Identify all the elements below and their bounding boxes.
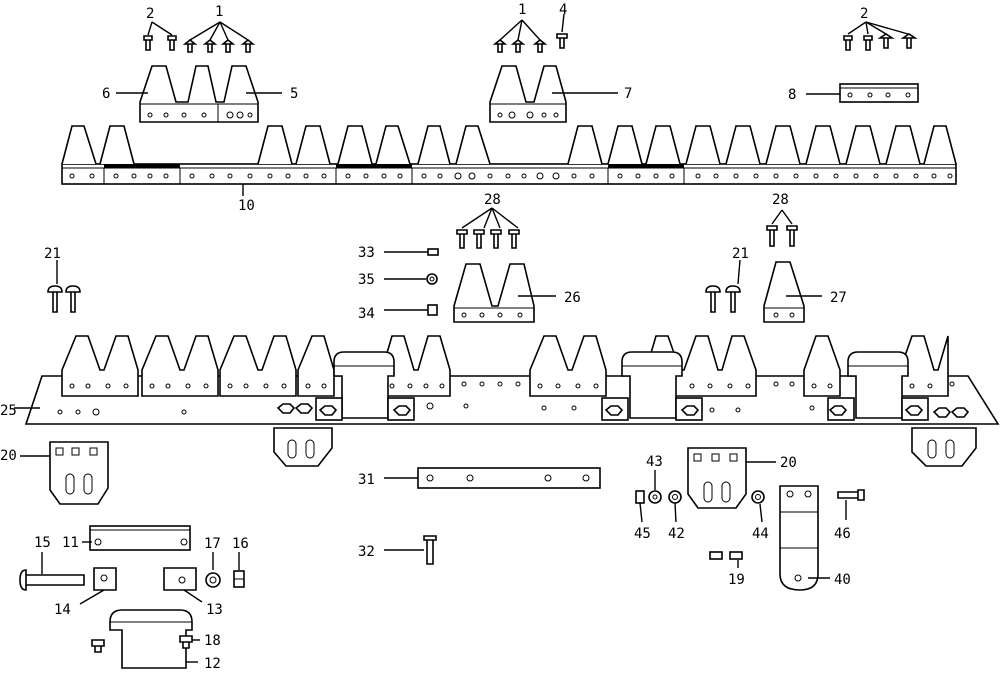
callout-28b: 28: [772, 192, 789, 208]
callout-42: 42: [668, 526, 685, 542]
part-34-nut: [384, 304, 438, 316]
cutter-bar-assembly-25: [24, 335, 1000, 467]
bolt-pair-21-left: [47, 260, 81, 313]
wear-plate-8: [839, 83, 919, 103]
part-33-nut: [384, 248, 439, 256]
bolt-group-28-right: [766, 209, 798, 247]
guard-section-6-5: [139, 65, 259, 123]
guard-27: [763, 261, 805, 323]
callout-45: 45: [634, 526, 651, 542]
callout-43: 43: [646, 454, 663, 470]
small-hardware-42-45: [635, 470, 682, 523]
bolt-group-28-center: [456, 207, 520, 249]
bolt-group-top-center: [492, 13, 568, 53]
strip-31: [417, 467, 601, 489]
callout-21a: 21: [44, 246, 61, 262]
callout-27: 27: [830, 290, 847, 306]
spacer-13: [163, 567, 203, 603]
bolts-18: [91, 635, 200, 653]
callout-44: 44: [752, 526, 769, 542]
callout-34: 34: [358, 306, 375, 322]
washer-44: [751, 490, 765, 523]
nut-16: [233, 552, 245, 588]
guard-bar-assembly-10: [61, 125, 957, 185]
callout-15: 15: [34, 535, 51, 551]
callout-20a: 20: [0, 448, 17, 464]
callout-6: 6: [102, 86, 110, 102]
skid-plate-20-right: [687, 447, 747, 509]
spacer-14: [79, 567, 117, 605]
callout-31: 31: [358, 472, 375, 488]
guard-section-7: [489, 65, 567, 123]
skid-plate-20-left: [49, 441, 109, 505]
guard-26: [453, 263, 535, 323]
callout-26: 26: [564, 290, 581, 306]
callout-21b: 21: [732, 246, 749, 262]
callout-13: 13: [206, 602, 223, 618]
callout-17: 17: [204, 536, 221, 552]
part-35-washer: [384, 273, 438, 285]
callout-46: 46: [834, 526, 851, 542]
callout-20b: 20: [780, 455, 797, 471]
bolt-15: [19, 552, 85, 591]
washer-17: [205, 552, 221, 588]
callout-10: 10: [238, 198, 255, 214]
nuts-19: [709, 551, 743, 568]
callout-14: 14: [54, 602, 71, 618]
bolt-pair-21-right: [705, 259, 741, 313]
callout-5: 5: [290, 86, 298, 102]
callout-1b: 1: [518, 2, 526, 18]
callout-7: 7: [624, 86, 632, 102]
bar-11: [89, 525, 191, 551]
callout-35: 35: [358, 272, 375, 288]
callout-4: 4: [559, 2, 567, 18]
callout-40: 40: [834, 572, 851, 588]
bolt-group-top-right: [843, 21, 918, 51]
bolt-group-top-left: [143, 21, 256, 53]
callout-25: 25: [0, 403, 17, 419]
callout-12: 12: [204, 656, 221, 672]
callout-1a: 1: [215, 4, 223, 20]
callout-18: 18: [204, 633, 221, 649]
callout-2a: 2: [146, 6, 154, 22]
callout-33: 33: [358, 245, 375, 261]
callout-8: 8: [788, 87, 796, 103]
bolt-46: [837, 489, 865, 520]
callout-19: 19: [728, 572, 745, 588]
callout-11: 11: [62, 535, 79, 551]
callout-32: 32: [358, 544, 375, 560]
bracket-40: [779, 485, 830, 591]
callout-28a: 28: [484, 192, 501, 208]
bolt-32: [384, 535, 437, 565]
callout-2b: 2: [860, 6, 868, 22]
callout-16: 16: [232, 536, 249, 552]
